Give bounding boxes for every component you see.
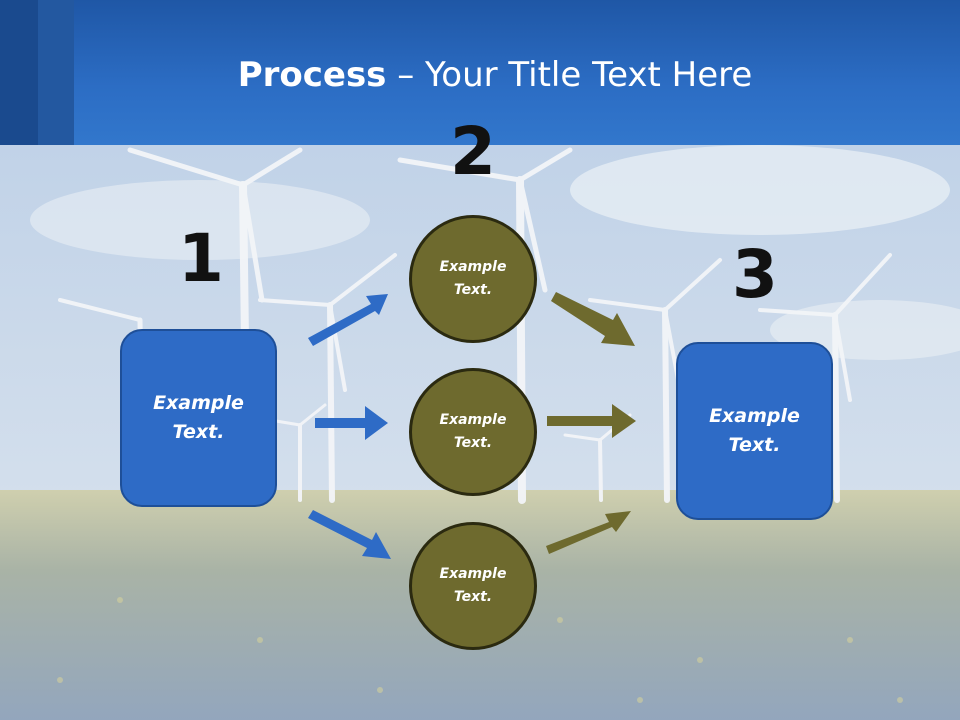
step-box-3-line1: Example <box>709 405 800 427</box>
step-number-3: 3 <box>732 236 778 313</box>
step-number-2: 2 <box>450 113 496 190</box>
slide-title: Process – Your Title Text Here <box>0 52 960 98</box>
title-bold: Process <box>237 55 387 95</box>
header-band <box>0 0 960 145</box>
circle-3-line2: Text. <box>453 589 493 605</box>
header-accent-strip <box>38 0 74 145</box>
circle-2-line1: Example <box>439 412 507 428</box>
step-box-1-line2: Text. <box>172 421 225 443</box>
step-box-1-line1: Example <box>153 392 244 414</box>
title-rest: – Your Title Text Here <box>386 55 753 95</box>
step-number-1: 1 <box>178 220 224 297</box>
circle-1-line1: Example <box>439 259 507 275</box>
circle-3-line1: Example <box>439 566 507 582</box>
step-box-3-line2: Text. <box>728 434 781 456</box>
header-accent-strip <box>0 0 38 145</box>
circle-1-line2: Text. <box>453 282 493 298</box>
circle-2-line2: Text. <box>453 435 493 451</box>
